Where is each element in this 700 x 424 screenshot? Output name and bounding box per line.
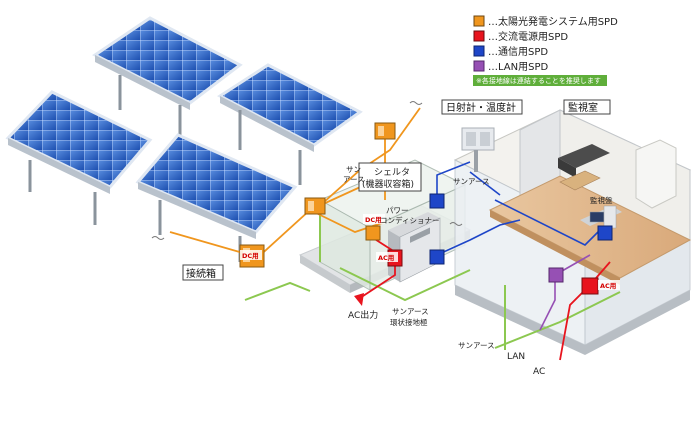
- ac-output-arrow: [354, 293, 364, 306]
- sensor-label: 日射計・温度計: [446, 101, 516, 114]
- junction-box-label: 接続箱: [186, 267, 216, 280]
- monitor-panel-label: 監視盤: [590, 195, 613, 205]
- legend-note: ※各接地線は連結することを推奨します: [476, 76, 601, 85]
- pcs-label-line1: パワー: [386, 206, 409, 215]
- ac-output-label: AC出力: [348, 309, 378, 321]
- solar-panel: [135, 133, 298, 262]
- shelter-label-line1: シェルタ: [374, 167, 410, 178]
- pv-spd: [304, 197, 326, 215]
- sun-earth-label: アース: [343, 175, 365, 184]
- dc-tag: DC用: [242, 252, 259, 260]
- ac-tag: AC用: [600, 282, 616, 290]
- lan-spd: [548, 267, 564, 283]
- solar-panel: [92, 16, 243, 140]
- break-marks: [151, 101, 463, 240]
- sensor-label-box: [441, 99, 523, 115]
- lan-label: LAN: [507, 352, 525, 362]
- solar-panel: [217, 63, 363, 185]
- legend-note-bg: [473, 75, 607, 86]
- weather-sensor: [461, 127, 495, 172]
- ac-tag: AC用: [378, 254, 394, 262]
- spd-tags: DC用 DC用 AC用 AC用: [240, 214, 620, 290]
- dc-tag: DC用: [365, 216, 382, 224]
- sun-earth-label: サンアース: [453, 177, 490, 186]
- pv-spd: [365, 225, 381, 241]
- shelter-label-box: [358, 162, 422, 192]
- legend: …太陽光発電システム用SPD …交流電源用SPD …通信用SPD …LAN用SP…: [473, 15, 618, 86]
- solar-panel: [5, 90, 153, 225]
- sun-earth-label: サンアース: [458, 341, 495, 350]
- junction-box-label-box: [182, 264, 224, 281]
- legend-label-comm: …通信用SPD: [488, 46, 548, 58]
- power-conditioner: [388, 212, 441, 283]
- shelter-label-line2: (機器収容箱): [362, 178, 414, 190]
- comm-wiring: [436, 161, 601, 256]
- ground-wiring: [244, 200, 621, 350]
- pv-spd: [374, 122, 396, 140]
- ac-spd: [581, 277, 599, 295]
- sun-earth-label: サン: [346, 165, 361, 174]
- comm-spd: [429, 193, 445, 209]
- sun-earth-label: サンアース: [392, 307, 429, 316]
- pcs-label-line2: コンディショナー: [380, 215, 439, 225]
- legend-label-pv: …太陽光発電システム用SPD: [488, 15, 618, 28]
- legend-label-lan: …LAN用SPD: [488, 62, 549, 73]
- legend-label-ac: …交流電源用SPD: [488, 30, 568, 43]
- monitor-room-label-box: [563, 99, 611, 115]
- ac-label: AC: [533, 367, 545, 377]
- comm-spd: [597, 225, 613, 241]
- comm-spd: [429, 249, 445, 265]
- ground-ring-label: 環状接地極: [390, 317, 428, 327]
- solar-array: [5, 16, 363, 262]
- legend-swatch-comm: [473, 45, 485, 57]
- legend-swatch-pv: [473, 15, 485, 27]
- legend-swatch-lan: [473, 60, 485, 72]
- legend-swatch-ac: [473, 30, 485, 42]
- labels: 日射計・温度計 監視室 シェルタ (機器収容箱) 接続箱 パワー コンディショナ…: [182, 99, 613, 377]
- monitor-room-building: [453, 109, 692, 355]
- monitor-room-label: 監視室: [568, 101, 598, 114]
